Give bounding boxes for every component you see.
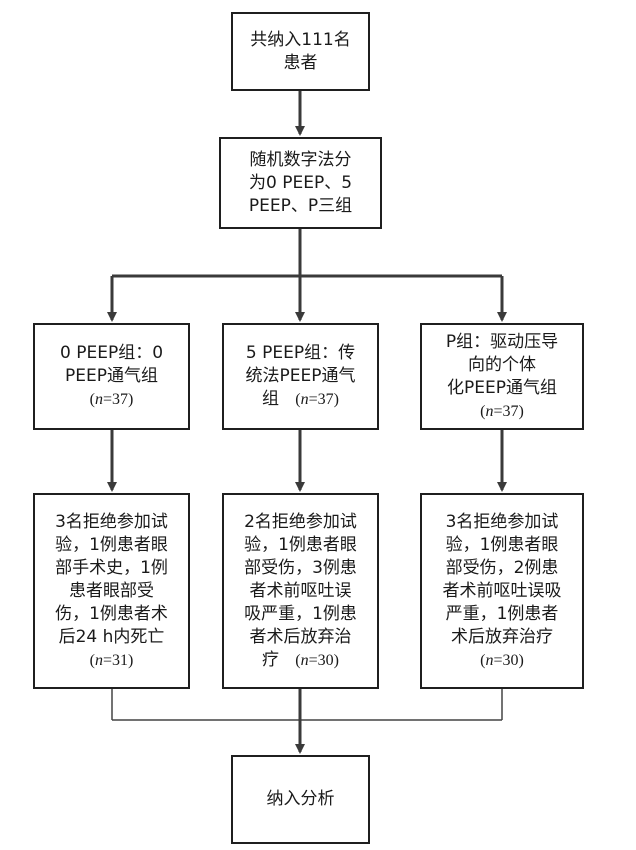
total-patients-line-1: 共纳入111名 bbox=[250, 29, 351, 50]
exclusion-0peep-line-2: 验，1例患者眼 bbox=[55, 534, 168, 555]
group-5peep-line-3: 组 (n=37) bbox=[262, 389, 339, 409]
exclusion-p-line-3: 部受伤，2例患 bbox=[445, 557, 559, 578]
group-p-line-2: 向的个体 bbox=[467, 354, 536, 375]
exclusion-5peep-line-5: 吸严重，1例患 bbox=[244, 603, 357, 624]
group-0peep-line-2: PEEP通气组 bbox=[65, 366, 158, 386]
randomization-line-2: 为0 PEEP、5 bbox=[248, 172, 353, 193]
exclusion-5peep-line-6: 者术后放弃治 bbox=[249, 626, 352, 647]
exclusion-0peep-line-4: 患者眼部受 bbox=[68, 580, 154, 601]
total-patients-box: 共纳入111名 患者 bbox=[231, 12, 370, 91]
group-box-5peep: 5 PEEP组：传 统法PEEP通气 组 (n=37) bbox=[222, 323, 379, 430]
exclusion-p-line-1: 3名拒绝参加试 bbox=[445, 511, 559, 532]
exclusion-5peep-line-3: 部受伤，3例患 bbox=[244, 557, 357, 578]
group-p-n: (n=37) bbox=[480, 402, 524, 420]
exclusion-5peep-line-7: 疗 (n=30) bbox=[262, 649, 339, 670]
group-0peep-n: (n=37) bbox=[89, 391, 134, 408]
group-p-line-3: 化PEEP通气组 bbox=[446, 377, 557, 398]
analysis-label: 纳入分析 bbox=[266, 789, 335, 809]
group-0peep-line-1: 0 PEEP组：0 bbox=[59, 343, 164, 363]
exclusion-5peep-line-1: 2名拒绝参加试 bbox=[244, 511, 357, 532]
group-box-0peep: 0 PEEP组：0 PEEP通气组 (n=37) bbox=[33, 323, 190, 430]
exclusion-box-0peep: 3名拒绝参加试 验，1例患者眼 部手术史，1例 患者眼部受 伤，1例患者术 后2… bbox=[33, 493, 190, 689]
group-5peep-line-2: 统法PEEP通气 bbox=[245, 366, 356, 386]
exclusion-p-n: (n=30) bbox=[480, 651, 524, 669]
analysis-box: 纳入分析 bbox=[231, 755, 370, 844]
exclusion-p-line-4: 者术前呕吐误吸 bbox=[442, 580, 562, 601]
exclusion-0peep-n: (n=31) bbox=[89, 651, 134, 669]
total-patients-line-2: 患者 bbox=[283, 52, 318, 73]
exclusion-p-line-6: 术后放弃治疗 bbox=[451, 626, 553, 647]
randomization-line-3: PEEP、P三组 bbox=[248, 195, 353, 216]
exclusion-0peep-line-6: 后24 h内死亡 bbox=[58, 626, 165, 647]
exclusion-0peep-line-5: 伤，1例患者术 bbox=[55, 603, 168, 624]
exclusion-box-p: 3名拒绝参加试 验，1例患者眼 部受伤，2例患 者术前呕吐误吸 严重，1例患者 … bbox=[420, 493, 584, 689]
group-box-p: P组：驱动压导 向的个体 化PEEP通气组 (n=37) bbox=[420, 323, 584, 430]
exclusion-p-line-5: 严重，1例患者 bbox=[445, 603, 559, 624]
exclusion-0peep-line-1: 3名拒绝参加试 bbox=[55, 511, 168, 532]
randomization-box: 随机数字法分 为0 PEEP、5 PEEP、P三组 bbox=[219, 137, 382, 229]
group-5peep-line-1: 5 PEEP组：传 bbox=[245, 343, 356, 363]
exclusion-5peep-line-2: 验，1例患者眼 bbox=[244, 534, 357, 555]
group-p-line-1: P组：驱动压导 bbox=[445, 331, 559, 352]
exclusion-0peep-line-3: 部手术史，1例 bbox=[55, 557, 168, 578]
exclusion-p-line-2: 验，1例患者眼 bbox=[445, 534, 559, 555]
randomization-line-1: 随机数字法分 bbox=[249, 149, 352, 170]
exclusion-box-5peep: 2名拒绝参加试 验，1例患者眼 部受伤，3例患 者术前呕吐误 吸严重，1例患 者… bbox=[222, 493, 379, 689]
exclusion-5peep-line-4: 者术前呕吐误 bbox=[249, 580, 352, 601]
